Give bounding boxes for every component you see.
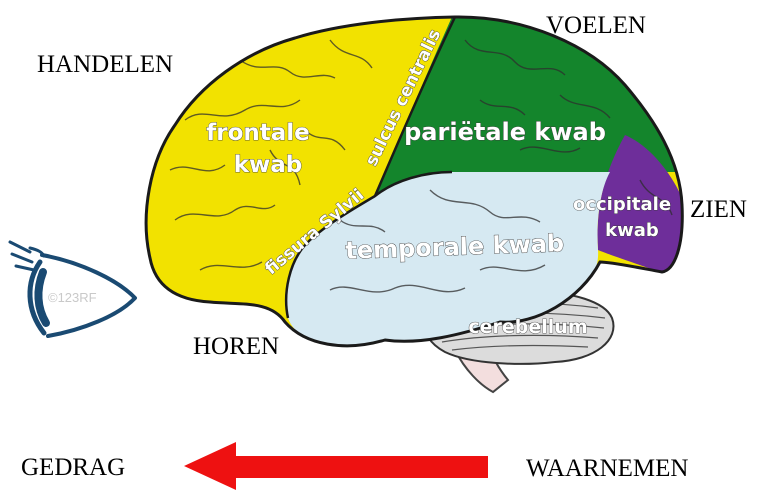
label-voelen: VOELEN <box>546 13 646 38</box>
label-handelen: HANDELEN <box>37 52 173 77</box>
behavior-arrow <box>184 442 488 490</box>
cerebellum-label: cerebellum <box>468 316 587 338</box>
frontal-lobe-label-2: kwab <box>234 152 303 178</box>
occipital-lobe-label-2: kwab <box>605 220 659 241</box>
label-zien: ZIEN <box>690 197 747 222</box>
eye-icon <box>10 242 135 336</box>
parietal-lobe-label: pariëtale kwab <box>404 118 606 146</box>
occipital-lobe-label-1: occipitale <box>573 194 671 215</box>
label-waarnemen: WAARNEMEN <box>526 456 689 481</box>
frontal-lobe-label-1: frontale <box>206 120 310 146</box>
label-horen: HOREN <box>193 334 279 359</box>
watermark: ©123RF <box>48 290 97 305</box>
label-gedrag: GEDRAG <box>21 455 125 480</box>
